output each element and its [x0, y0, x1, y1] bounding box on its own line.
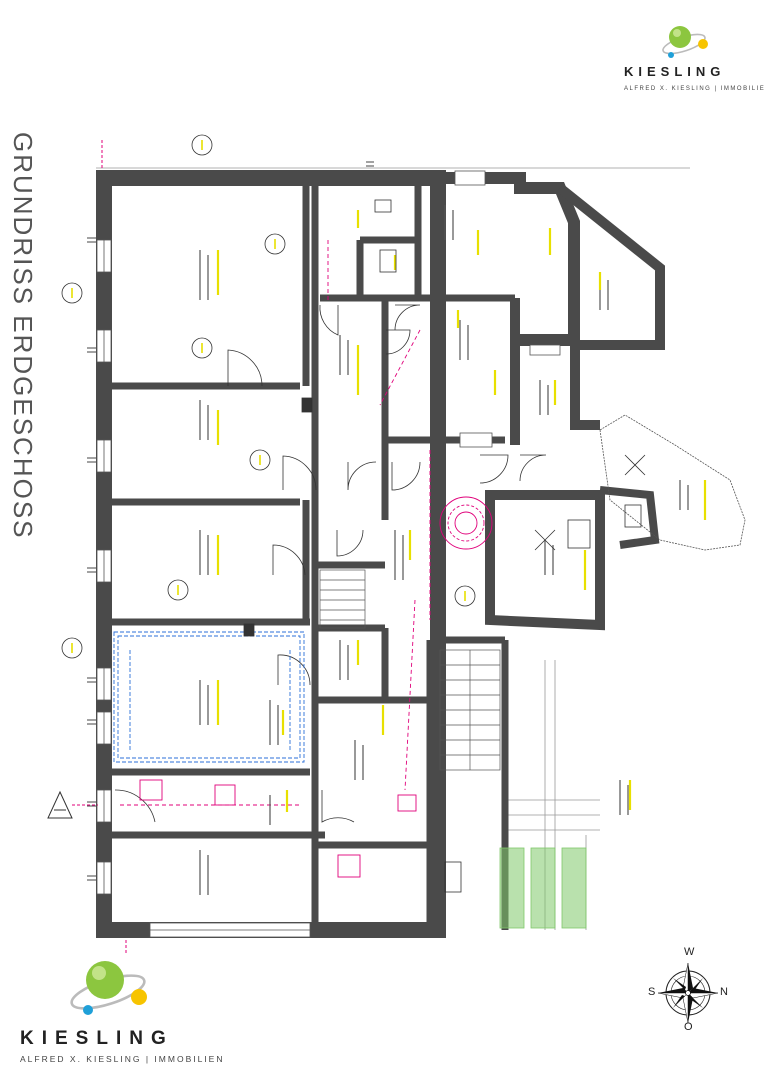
room-number-marks: [71, 140, 466, 653]
outdoor-terrace-outline: [599, 414, 746, 551]
door-swings: [114, 304, 547, 823]
planted-beds: [499, 847, 587, 929]
compass-label-south: S: [648, 986, 656, 998]
blue-survey-overlay: [113, 631, 305, 763]
plan-title-text: GRUNDRISS ERDGESCHOSS: [8, 132, 38, 540]
room-name-markers: [216, 210, 707, 812]
bottom-logo-graphic: [70, 961, 147, 1015]
top-brand-tagline: ALFRED X. KIESLING | IMMOBILIEN: [624, 86, 764, 92]
room-annotations: [199, 205, 689, 895]
section-marker: [47, 790, 98, 819]
compass-label-east: O: [684, 1021, 693, 1033]
top-brand-name: KIESLING: [624, 64, 726, 79]
bottom-brand-name: KIESLING: [20, 1028, 174, 1049]
bottom-brand-tagline: ALFRED X. KIESLING | IMMOBILIEN: [20, 1054, 225, 1064]
room-number-circles: [61, 134, 476, 659]
dimension-tags: [87, 161, 374, 881]
compass-label-west: W: [684, 946, 695, 958]
top-logo-graphic: [662, 26, 708, 58]
fixtures: [243, 199, 646, 893]
interior-walls: [104, 178, 515, 930]
compass-rose: [657, 962, 719, 1024]
compass-label-north: N: [720, 986, 728, 998]
building-walls: [96, 170, 665, 938]
stairs: [319, 569, 501, 771]
windows: [96, 170, 561, 938]
